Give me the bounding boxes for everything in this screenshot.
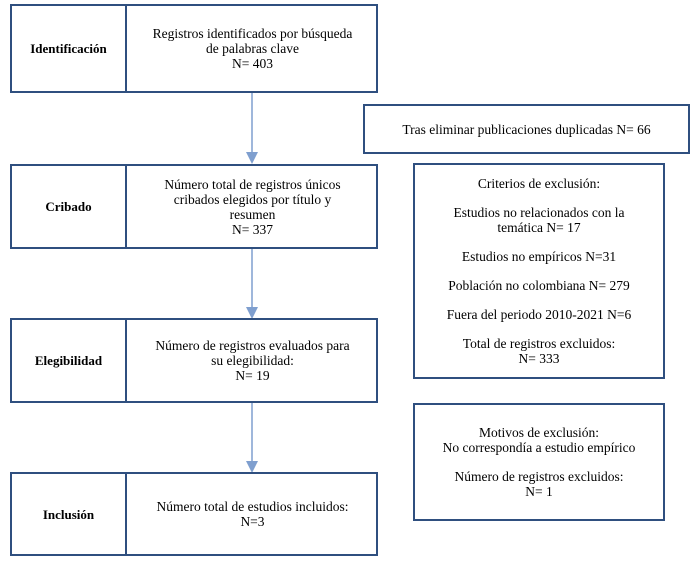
exclusion-item-period: Fuera del periodo 2010-2021 N=6	[446, 307, 632, 322]
identification-box	[10, 4, 378, 93]
stage-identification-text: Identificación	[30, 41, 107, 56]
duplicates-box: Tras eliminar publicaciones duplicadas N…	[363, 104, 690, 154]
inclusion-count: N=3	[240, 514, 265, 529]
identification-content: Registros identificados por búsqueda de …	[127, 4, 378, 93]
screening-line-2: cribados elegidos por título y	[173, 191, 332, 207]
eligibility-content: Número de registros evaluados para su el…	[127, 318, 378, 403]
exclusion-criteria-title: Criterios de exclusión:	[477, 176, 601, 191]
exclusion-item-unrelated-2: temática N= 17	[497, 220, 581, 235]
screening-box	[10, 164, 378, 249]
inclusion-box	[10, 472, 378, 556]
eligibility-line-2: su elegibilidad:	[211, 353, 294, 368]
inclusion-line-1: Número total de estudios incluidos:	[156, 499, 349, 514]
eligibility-box	[10, 318, 378, 403]
eligibility-divider	[125, 318, 127, 403]
screening-line-1: Número total de registros únicos	[164, 176, 341, 192]
exclusion-item-population: Población no colombiana N= 279	[448, 278, 630, 293]
stage-inclusion-label: Inclusión	[10, 472, 127, 556]
identification-count: N= 403	[232, 56, 273, 71]
exclusion-total-label: Total de registros excluidos:	[462, 336, 616, 351]
identification-line-2: de palabras clave	[206, 41, 299, 56]
eligibility-line-1: Número de registros evaluados para	[155, 338, 350, 353]
screening-line-3: resumen	[229, 206, 276, 222]
exclusion-total-count: N= 333	[518, 351, 560, 366]
exclusion-reasons-detail: No correspondía a estudio empírico	[442, 440, 636, 455]
exclusion-item-unrelated-1: Estudios no relacionados con la	[453, 205, 625, 220]
excluded-records-label: Número de registros excluidos:	[454, 469, 624, 484]
stage-identification-label: Identificación	[10, 4, 127, 93]
screening-content: Número total de registros únicos cribado…	[127, 164, 378, 249]
identification-divider	[125, 4, 127, 93]
inclusion-divider	[125, 472, 127, 556]
inclusion-content: Número total de estudios incluidos: N=3	[127, 472, 378, 556]
duplicates-text: Tras eliminar publicaciones duplicadas N…	[402, 121, 651, 137]
eligibility-count: N= 19	[235, 368, 270, 383]
exclusion-reasons-title: Motivos de exclusión:	[479, 425, 599, 440]
exclusion-item-nonempirical: Estudios no empíricos N=31	[461, 249, 617, 264]
stage-eligibility-text: Elegibilidad	[34, 353, 103, 368]
stage-inclusion-text: Inclusión	[42, 506, 95, 522]
stage-eligibility-label: Elegibilidad	[10, 318, 127, 403]
screening-divider	[125, 164, 127, 249]
excluded-records-count: N= 1	[525, 484, 553, 499]
identification-line-1: Registros identificados por búsqueda	[152, 26, 353, 41]
screening-count: N= 337	[232, 221, 273, 237]
stage-screening-label: Cribado	[10, 164, 127, 249]
exclusion-reasons-box: Motivos de exclusión: No correspondía a …	[413, 403, 665, 521]
stage-screening-text: Cribado	[45, 199, 92, 214]
exclusion-criteria-box: Criterios de exclusión: Estudios no rela…	[413, 163, 665, 379]
